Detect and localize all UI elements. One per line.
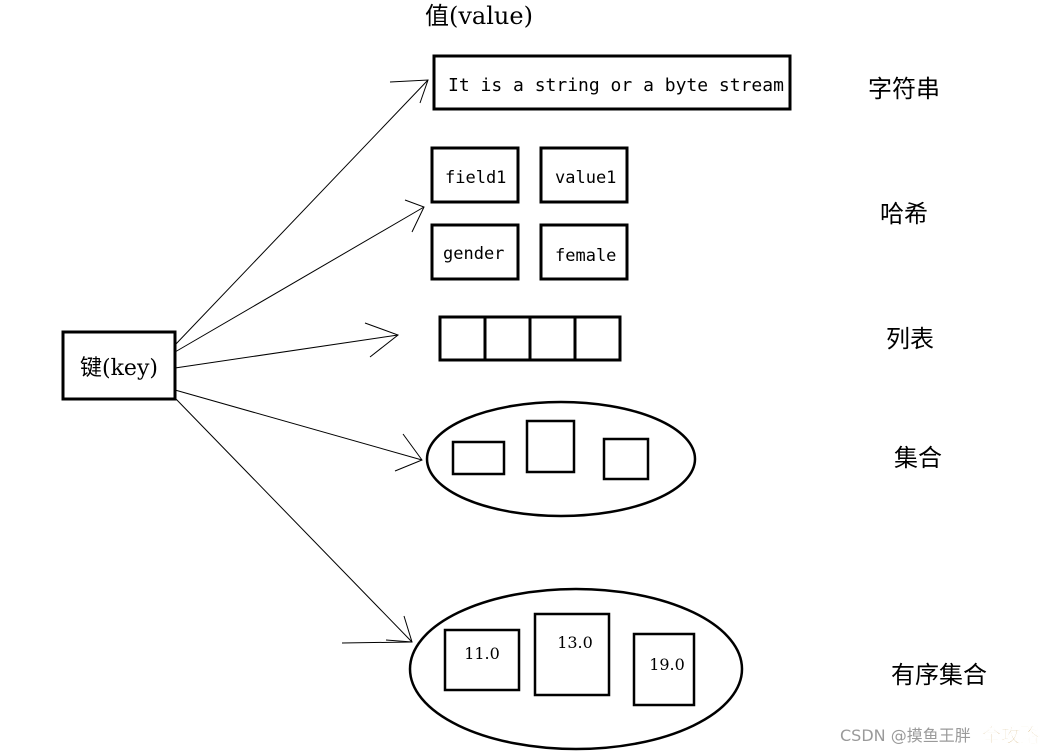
hash-cell-text: field1 <box>445 168 506 188</box>
list-node <box>438 315 622 362</box>
set-member <box>602 437 650 481</box>
arrowhead-set <box>394 433 423 472</box>
zset-score: 13.0 <box>557 633 593 652</box>
zset-member <box>632 632 696 707</box>
list-cell <box>528 315 577 362</box>
set-type-label: 集合 <box>894 444 942 472</box>
string-value: It is a string or a byte stream <box>448 75 784 96</box>
list-cell <box>438 315 487 362</box>
watermark: CSDN @摸鱼王胖 全攻略 <box>840 724 1040 748</box>
list-cell <box>483 315 532 362</box>
string-node: It is a string or a byte stream <box>432 54 792 111</box>
set-member <box>451 440 506 476</box>
hash-node: field1 value1 gender female <box>430 146 629 281</box>
hash-cell-box <box>430 146 520 204</box>
key-box <box>61 330 177 401</box>
hash-cell-text: value1 <box>555 168 616 188</box>
zset-ellipse <box>408 587 744 751</box>
zset-member <box>443 628 521 692</box>
watermark-text: CSDN @摸鱼王胖 <box>840 726 971 745</box>
zset-score: 11.0 <box>464 644 500 663</box>
hash-cell-text: gender <box>443 244 504 264</box>
key-node: 键(key) <box>61 330 177 401</box>
set-member <box>525 419 576 474</box>
zset-member <box>533 612 611 697</box>
arrow-to-set <box>174 389 423 461</box>
hash-cell-box <box>539 223 629 281</box>
arrow-to-string <box>174 79 429 346</box>
key-label: 键(key) <box>80 356 158 381</box>
list-cell <box>573 315 622 362</box>
arrowhead-list <box>364 322 400 358</box>
zset-type-label: 有序集合 <box>891 661 987 689</box>
string-type-label: 字符串 <box>868 75 940 103</box>
hash-type-label: 哈希 <box>880 200 928 228</box>
arrow-to-list <box>174 334 399 369</box>
set-node <box>425 400 697 518</box>
stray-line <box>341 641 413 644</box>
value-header: 值(value) <box>425 2 533 30</box>
arrow-to-hash <box>174 206 425 353</box>
zset-score: 19.0 <box>649 655 685 674</box>
watermark-highlight: 全攻略 <box>981 724 1040 747</box>
string-box <box>432 54 792 111</box>
zset-node: 11.0 13.0 19.0 <box>408 587 744 751</box>
set-ellipse <box>425 400 697 518</box>
arrow-to-zset <box>174 397 413 643</box>
list-type-label: 列表 <box>886 325 934 353</box>
arrowhead-string <box>389 79 429 104</box>
hash-cell-text: female <box>555 246 616 266</box>
hash-cell-box <box>539 146 629 204</box>
arrowhead-hash <box>404 199 425 233</box>
hash-cell-box <box>430 223 520 281</box>
arrows <box>174 79 429 644</box>
